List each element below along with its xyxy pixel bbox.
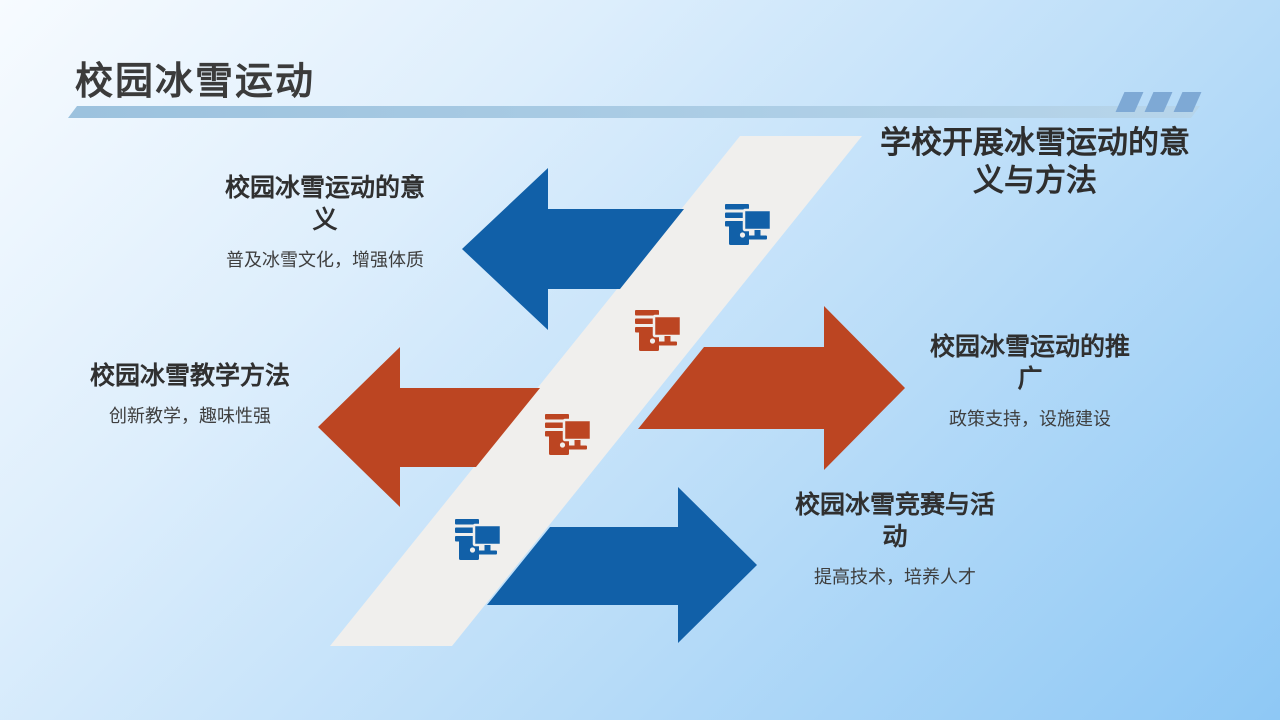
arrow-right-blue-bottom <box>487 487 757 643</box>
item-title-line2: 广 <box>1017 365 1043 393</box>
item-title: 校园冰雪运动的意 义 <box>195 172 455 236</box>
item-title-line1: 校园冰雪运动的意 <box>224 174 425 202</box>
item-block-meaning: 校园冰雪运动的意 义 普及冰雪文化，增强体质 <box>195 172 455 272</box>
item-title-line1: 校园冰雪教学方法 <box>89 362 290 390</box>
item-subtitle: 普及冰雪文化，增强体质 <box>226 250 424 270</box>
arrow-left-blue-top <box>462 168 684 330</box>
item-block-competition: 校园冰雪竞赛与活 动 提高技术，培养人才 <box>765 489 1025 589</box>
main-heading: 学校开展冰雪运动的意 义与方法 <box>855 124 1215 200</box>
item-title: 校园冰雪教学方法 <box>60 360 320 392</box>
item-block-teaching: 校园冰雪教学方法 创新教学，趣味性强 <box>60 360 320 428</box>
diagonal-band <box>330 136 862 646</box>
item-title: 校园冰雪竞赛与活 动 <box>765 489 1025 553</box>
arrow-right-orange-middle <box>638 306 905 470</box>
item-title-line1: 校园冰雪运动的推 <box>929 333 1130 361</box>
slide-title: 校园冰雪运动 <box>75 61 316 103</box>
item-subtitle: 创新教学，趣味性强 <box>109 406 271 426</box>
title-underline-bar <box>68 106 1200 118</box>
arrow-left-orange-middle <box>318 347 540 507</box>
item-block-promotion: 校园冰雪运动的推 广 政策支持，设施建设 <box>900 331 1160 431</box>
item-subtitle: 提高技术，培养人才 <box>814 567 976 587</box>
item-title-line1: 校园冰雪竞赛与活 <box>794 491 995 519</box>
main-heading-line1: 学校开展冰雪运动的意 <box>880 125 1190 160</box>
item-title-line2: 动 <box>882 523 908 551</box>
main-heading-line2: 义与方法 <box>973 162 1097 198</box>
item-subtitle: 政策支持，设施建设 <box>949 409 1111 429</box>
item-title: 校园冰雪运动的推 广 <box>900 331 1160 395</box>
item-title-line2: 义 <box>312 206 338 234</box>
